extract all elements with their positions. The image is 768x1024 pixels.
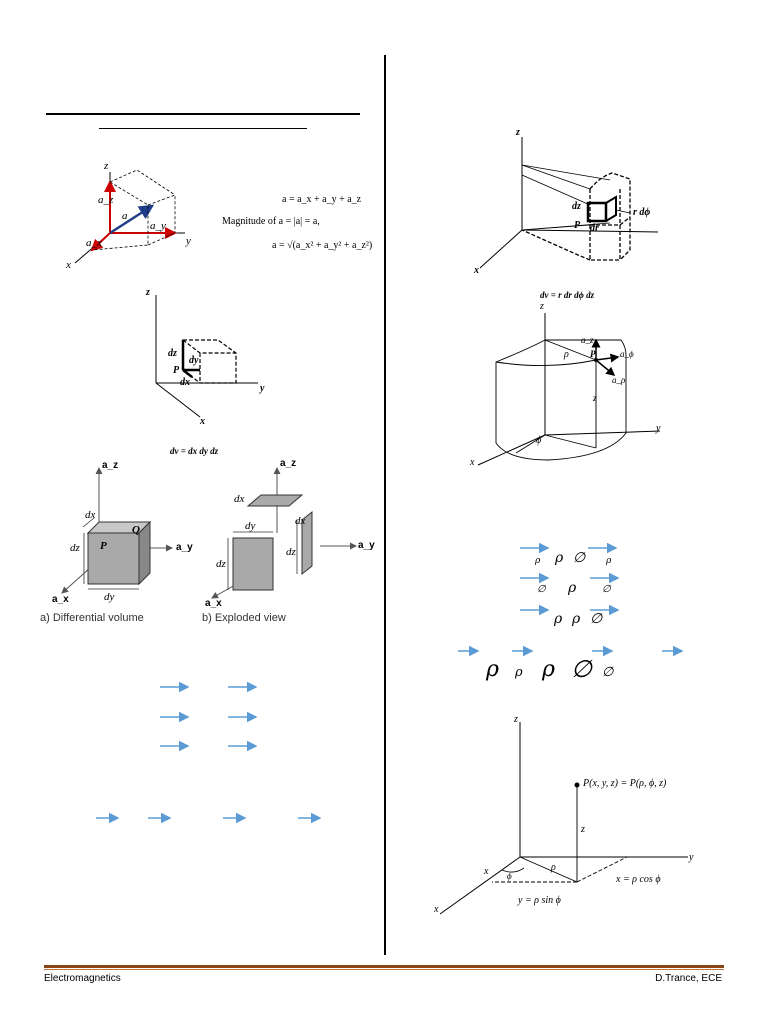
phi-symbol: ∅ <box>537 584 546 595</box>
vector-az-label: a_z <box>98 194 114 206</box>
cylinder-zlab-label: z <box>593 393 597 404</box>
cylinder-phi-label: ϕ <box>536 435 542 446</box>
coordinate-conversion-drawing <box>439 722 688 915</box>
phi-symbol: ∅ <box>602 665 614 680</box>
cube-caption-a: a) Differential volume <box>40 612 144 624</box>
exploded-dx-label: dx <box>234 493 245 505</box>
rho-symbol: ρ <box>554 611 563 627</box>
vector-ax-label: a_x <box>86 237 102 249</box>
cube-drawing <box>61 467 357 599</box>
footer-rule-thin <box>44 969 724 970</box>
vector-magnitude-formula: a = √(a_x² + a_y² + a_z²) <box>272 240 373 251</box>
vector-sum-equation: a = a_x + a_y + a_z <box>282 194 362 205</box>
cyl-dv-rdphi-label: r dϕ <box>633 207 651 218</box>
coords-y-equation: y = ρ sin ϕ <box>518 895 561 906</box>
coords-x-label: x <box>484 866 489 877</box>
rho-symbol: ρ <box>572 611 581 627</box>
phi-symbol-large: ∅ <box>571 655 592 683</box>
cube-figure: a_z a_y a_x dx dz dy P Q a_z a_y a_x dx … <box>40 458 375 633</box>
cube-dx-label: dx <box>85 509 96 521</box>
vector-a-label: a <box>122 210 128 222</box>
coords-phi-label: ϕ <box>507 871 512 881</box>
cylinder-y-axis-label: y <box>656 423 661 434</box>
cartesian-volume-figure: z y x dz dy P dx dv = dx dy dz <box>140 285 280 460</box>
cube-p-label: P <box>100 540 107 552</box>
cube-caption-b: b) Exploded view <box>202 612 286 624</box>
cylinder-unit-vectors-figure: z y x a_z P a_ϕ a_ρ ρ z ϕ <box>468 301 668 475</box>
cyl-dv-z-axis-label: z <box>516 127 520 138</box>
cube-q-label: Q <box>132 524 140 536</box>
cylinder-arho-label: a_ρ <box>612 375 626 385</box>
phi-symbol: ∅ <box>590 611 603 627</box>
rho-symbol: ρ <box>568 580 577 596</box>
coords-x-equation: x = ρ cos ϕ <box>616 874 661 885</box>
vector-x-axis-label: x <box>66 259 71 271</box>
cube-az-label: a_z <box>102 460 119 471</box>
cube-ay-label: a_y <box>176 542 193 553</box>
rho-symbol-large: ρ <box>542 657 555 682</box>
exploded-dz-label-2: dz <box>286 546 296 558</box>
rho-symbol: ρ <box>555 550 564 566</box>
rho-symbol: ρ <box>515 665 523 680</box>
exploded-dy-label: dy <box>245 520 256 532</box>
cylinder-rho-label: ρ <box>564 349 569 360</box>
cyl-dv-caption: dv = r dr dϕ dz <box>540 290 595 300</box>
coords-rho-label: ρ <box>551 862 556 873</box>
cyl-dv-p-label: P <box>574 220 581 231</box>
cylindrical-volume-figure: z x dz P dr r dϕ dv = r dr dϕ dz <box>470 125 670 305</box>
cartesian-volume-caption: dv = dx dy dz <box>170 446 219 456</box>
cylinder-az-label: a_z <box>581 335 594 345</box>
cartesian-dy-label: dy <box>189 355 199 366</box>
cyl-dv-dr-label: dr <box>590 223 599 234</box>
cylinder-drawing <box>477 313 661 466</box>
cube-ax-label: a_x <box>52 594 69 605</box>
left-vector-arrows <box>96 681 322 824</box>
coordinate-conversion-figure: z y x P(x, y, z) = P(ρ, ϕ, z) z ρ ϕ x x … <box>432 712 708 920</box>
vector-axes-drawing <box>74 169 185 264</box>
coords-z-height-label: z <box>581 824 585 835</box>
exploded-ay-label: a_y <box>358 540 375 551</box>
cylindrical-volume-drawing <box>479 137 659 269</box>
cylinder-x-axis-label: x <box>470 457 475 468</box>
vector-z-axis-label: z <box>104 160 109 172</box>
vector-ay-label: a_y <box>150 220 166 232</box>
cartesian-p-label: P <box>173 365 180 376</box>
rho-symbol-large: ρ <box>486 657 499 682</box>
cyl-dv-x-axis-label: x <box>474 265 479 276</box>
footer-rule <box>44 965 724 968</box>
cartesian-z-axis-label: z <box>146 287 150 298</box>
heading-rule-sub <box>99 128 307 129</box>
exploded-az-label: a_z <box>280 458 297 469</box>
coords-x-axis-label: x <box>434 904 439 915</box>
cylinder-aphi-label: a_ϕ <box>620 349 634 359</box>
heading-rule-top <box>46 113 360 115</box>
cyl-dv-dz-label: dz <box>572 201 581 212</box>
cartesian-y-axis-label: y <box>260 383 265 394</box>
right-vector-arrows <box>458 542 684 657</box>
exploded-dz-label: dz <box>216 558 226 570</box>
vector-components-figure: z y x a_z a a_y a_x a = a_x + a_y + a_z … <box>60 160 373 275</box>
cartesian-x-axis-label: x <box>200 416 205 427</box>
vector-magnitude-equation: Magnitude of a = |a| = a, <box>222 216 320 227</box>
cube-dz-label: dz <box>70 542 80 554</box>
footer-author: D.Trance, ECE <box>655 973 722 984</box>
coords-z-axis-label: z <box>514 714 518 725</box>
column-divider <box>384 55 386 955</box>
rho-symbol: ρ <box>535 556 541 566</box>
cylinder-p-label: P <box>590 349 596 359</box>
footer-course-title: Electromagnetics <box>44 973 121 984</box>
cylinder-z-axis-label: z <box>540 301 544 312</box>
vector-y-axis-label: y <box>186 235 191 247</box>
exploded-ax-label: a_x <box>205 598 222 609</box>
coords-y-axis-label: y <box>689 852 694 863</box>
phi-symbol: ∅ <box>602 584 611 595</box>
rho-symbol: ρ <box>606 556 612 566</box>
cartesian-volume-drawing <box>155 295 258 418</box>
cartesian-dx-label: dx <box>180 377 190 388</box>
exploded-dx-label-2: dx <box>295 515 306 527</box>
cartesian-dz-label: dz <box>168 348 177 359</box>
cube-dy-label: dy <box>104 591 115 603</box>
phi-symbol: ∅ <box>573 550 586 566</box>
coords-point-label: P(x, y, z) = P(ρ, ϕ, z) <box>583 778 667 789</box>
